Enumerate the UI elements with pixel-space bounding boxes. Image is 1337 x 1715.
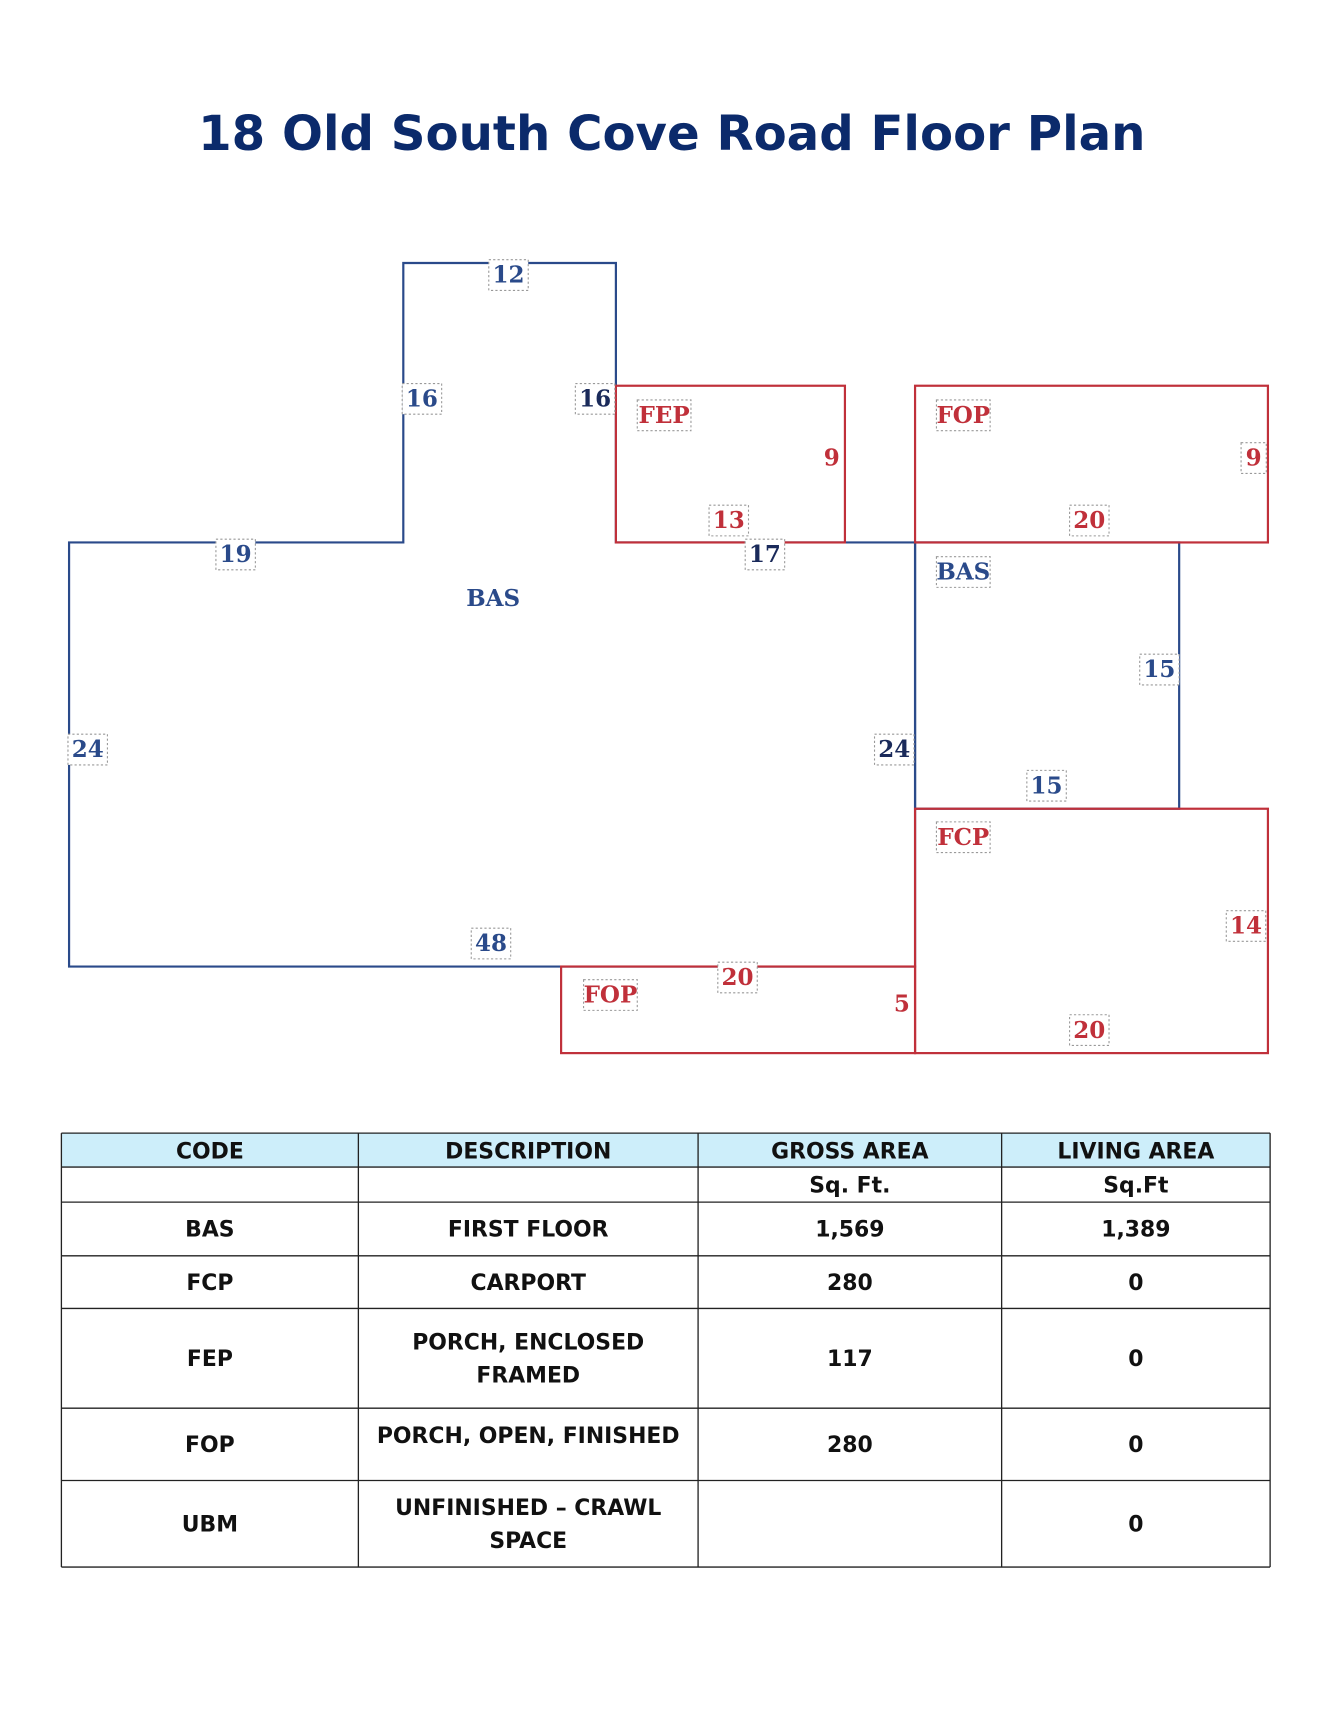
page-title: 18 Old South Cove Road Floor Plan <box>198 106 1145 162</box>
svg-text:17: 17 <box>749 541 781 568</box>
cell-description: FIRST FLOOR <box>448 1218 609 1243</box>
dim-label: 9 <box>824 445 840 472</box>
cell-code: FEP <box>187 1347 233 1372</box>
cell-code: BAS <box>185 1218 234 1243</box>
area-code-label: FEP <box>636 399 692 432</box>
dim-label: 16 <box>401 382 443 415</box>
svg-text:16: 16 <box>579 386 611 413</box>
cell-living-area: 0 <box>1128 1433 1143 1458</box>
cell-living-area: 0 <box>1128 1512 1143 1537</box>
cell-description: PORCH, ENCLOSED <box>412 1331 644 1356</box>
area-code-label: FOP <box>935 399 991 432</box>
dim-label: 9 <box>1240 442 1267 474</box>
svg-text:13: 13 <box>713 507 745 534</box>
fep-outline <box>614 384 847 544</box>
svg-text:FEP: FEP <box>639 402 690 429</box>
svg-text:FCP: FCP <box>937 824 989 851</box>
cell-living-area: 0 <box>1128 1347 1143 1372</box>
cell-gross-area: 117 <box>827 1347 873 1372</box>
svg-text:FOP: FOP <box>584 982 638 1009</box>
bas-main-outline <box>67 261 917 968</box>
column-header: LIVING AREA <box>1057 1139 1214 1164</box>
svg-text:FOP: FOP <box>936 402 990 429</box>
svg-text:BAS: BAS <box>466 585 520 612</box>
column-header: DESCRIPTION <box>445 1139 611 1164</box>
svg-text:BAS: BAS <box>936 559 990 586</box>
svg-text:5: 5 <box>894 990 910 1017</box>
cell-code: UBM <box>182 1512 238 1537</box>
svg-text:20: 20 <box>1073 507 1105 534</box>
cell-gross-area: 280 <box>827 1271 873 1296</box>
column-header: GROSS AREA <box>771 1139 928 1164</box>
column-header: CODE <box>176 1139 244 1164</box>
cell-living-area: 1,389 <box>1101 1218 1170 1243</box>
table-header-bg <box>61 1133 1271 1168</box>
cell-description: SPACE <box>489 1529 567 1554</box>
svg-text:20: 20 <box>722 964 754 991</box>
dim-label: 20 <box>1069 1014 1110 1046</box>
dim-label: 48 <box>470 927 512 960</box>
dim-label: 24 <box>67 733 108 766</box>
cell-living-area: 0 <box>1128 1271 1143 1296</box>
cell-description: FRAMED <box>476 1363 580 1388</box>
svg-text:24: 24 <box>72 736 104 763</box>
unit-label: Sq.Ft <box>1103 1173 1168 1198</box>
svg-text:14: 14 <box>1230 913 1262 940</box>
area-table: CODE DESCRIPTION GROSS AREA LIVING AREA Sq. … <box>60 1132 1271 1568</box>
cell-description: UNFINISHED – CRAWL <box>395 1496 661 1521</box>
cell-description: PORCH, OPEN, FINISHED <box>377 1424 680 1449</box>
dim-label: 15 <box>1139 653 1180 686</box>
dim-label: 14 <box>1225 910 1267 942</box>
svg-text:9: 9 <box>1246 445 1262 472</box>
svg-text:9: 9 <box>824 445 840 472</box>
svg-text:15: 15 <box>1031 772 1063 799</box>
dim-label: 15 <box>1026 769 1067 802</box>
dim-label: 17 <box>744 538 786 571</box>
dim-label: 16 <box>574 382 616 415</box>
cell-code: FCP <box>186 1271 233 1296</box>
svg-text:20: 20 <box>1073 1017 1105 1044</box>
svg-text:48: 48 <box>475 930 507 957</box>
unit-label: Sq. Ft. <box>809 1173 890 1198</box>
area-code-label: FOP <box>583 979 638 1011</box>
cell-description: CARPORT <box>471 1271 586 1296</box>
svg-text:16: 16 <box>406 386 438 413</box>
svg-text:12: 12 <box>492 262 524 289</box>
svg-text:24: 24 <box>878 736 910 763</box>
dim-label: 13 <box>708 504 750 537</box>
dim-label: 19 <box>215 538 256 571</box>
svg-text:19: 19 <box>220 541 252 568</box>
area-code-label: BAS <box>466 585 520 612</box>
dim-label: 24 <box>873 733 915 766</box>
fcp-outline <box>913 807 1270 1055</box>
dim-label: 20 <box>1069 504 1110 537</box>
area-code-label: BAS <box>935 556 991 588</box>
dim-label: 20 <box>717 961 758 994</box>
cell-gross-area: 1,569 <box>815 1218 884 1243</box>
dim-label: 12 <box>488 259 529 291</box>
svg-text:15: 15 <box>1143 656 1175 683</box>
cell-gross-area: 280 <box>827 1433 873 1458</box>
fop-top-outline <box>913 384 1270 544</box>
dim-label: 5 <box>894 990 910 1017</box>
cell-code: FOP <box>185 1433 235 1458</box>
area-code-label: FCP <box>935 821 991 854</box>
